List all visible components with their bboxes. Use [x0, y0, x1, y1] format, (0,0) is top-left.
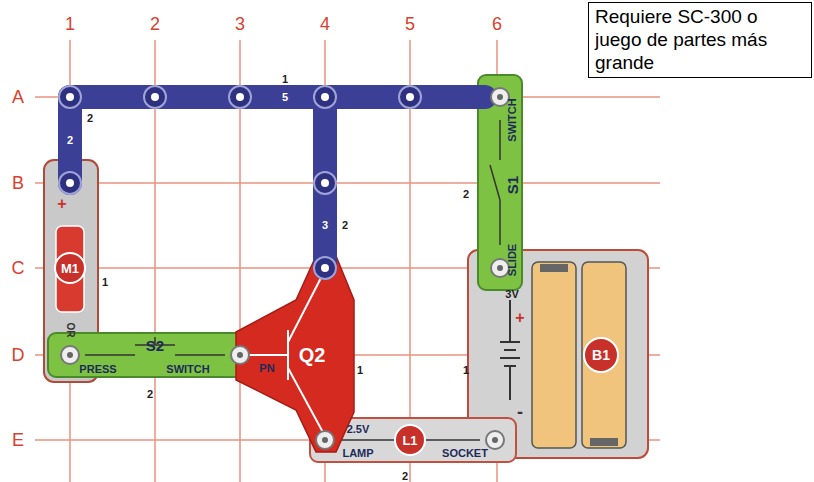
note-text: Requiere SC-300 o juego de partes más gr…	[595, 6, 805, 74]
part-text: PN	[259, 363, 274, 374]
press-switch-s2: S2PRESS SWITCH	[48, 333, 262, 377]
battery-cell	[532, 262, 576, 448]
grid-row: D	[12, 346, 25, 364]
grid-row: A	[12, 88, 24, 106]
grid-column: 4	[320, 15, 330, 33]
part-label: L1	[402, 434, 417, 447]
grid-column: 2	[150, 15, 160, 33]
part-label: SOCKET	[442, 448, 488, 459]
part-label: SLIDE	[507, 244, 518, 276]
level-number: 1	[282, 74, 288, 85]
snap-wire	[70, 97, 485, 268]
part-label: B1	[592, 348, 610, 362]
level-number: 2	[87, 113, 93, 124]
grid-lines	[35, 40, 660, 482]
grid-column: 5	[405, 15, 415, 33]
wire-length: 5	[282, 92, 288, 103]
grid-column: 1	[65, 15, 75, 33]
part-label: SWITCH	[507, 98, 518, 141]
motor-circle	[55, 253, 85, 283]
level-number: 1	[357, 365, 363, 376]
wire-length: 3	[322, 220, 328, 231]
transistor-symbol	[240, 270, 325, 436]
wire-length: 2	[67, 135, 73, 146]
level-number: 1	[102, 277, 108, 288]
part-label: LAMP	[342, 448, 373, 459]
note-box: Requiere SC-300 o juego de partes más gr…	[588, 2, 812, 78]
part-label: PRESS	[79, 364, 116, 375]
battery-cap	[590, 438, 618, 446]
battery-cell	[582, 262, 626, 448]
press-switch-symbol	[85, 337, 225, 355]
lamp-circle	[395, 425, 425, 455]
grid-row: C	[12, 259, 25, 277]
motor-m1: M1	[44, 160, 98, 382]
level-number: 2	[463, 189, 469, 200]
grid-row: E	[12, 431, 24, 449]
polarity-mark: -	[517, 403, 523, 421]
battery-voltage: 3V	[505, 289, 518, 300]
polarity-mark: +	[57, 196, 66, 212]
motor-symbol	[56, 226, 84, 312]
battery-circle	[584, 338, 618, 372]
grid-column: 3	[235, 15, 245, 33]
part-label: S1	[505, 176, 520, 194]
transistor-base	[236, 256, 354, 452]
part-label: Q2	[299, 345, 326, 365]
press-switch-base	[48, 333, 262, 377]
lamp-socket-l1: 2.5V L1LAMP SOCKET	[310, 418, 516, 462]
part-text: OR	[65, 323, 75, 338]
grid-column: 6	[492, 15, 502, 33]
part-label: S2	[146, 338, 164, 353]
level-number: 2	[402, 471, 408, 482]
grid-row: B	[12, 174, 24, 192]
polarity-mark: +	[515, 310, 524, 326]
part-label: 2.5V	[347, 424, 370, 435]
battery-cap	[540, 264, 568, 272]
part-label: M1	[61, 262, 79, 275]
level-number: 2	[147, 389, 153, 400]
part-label: SWITCH	[166, 364, 209, 375]
transistor-q2: Q2	[236, 256, 354, 452]
level-number: 2	[342, 220, 348, 231]
level-number: 1	[463, 365, 469, 376]
switch-symbol	[490, 120, 500, 245]
slide-switch-s1: SLIDE S1 SWITCH	[478, 75, 522, 290]
battery-b1: B1	[468, 250, 648, 458]
snap-points	[59, 86, 509, 449]
